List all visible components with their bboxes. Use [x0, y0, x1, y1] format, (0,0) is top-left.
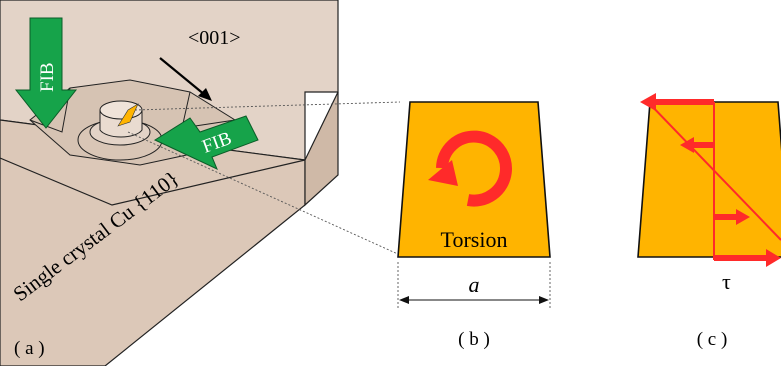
fib-label-top: FIB: [37, 62, 58, 92]
panel-c-label: ( c ): [697, 329, 728, 350]
panel-a-label: ( a ): [14, 338, 45, 359]
trench-wall-left: [29, 87, 71, 133]
block-right-face: [304, 91, 339, 207]
fib-arrow-right: [153, 115, 259, 171]
specimen-highlight: [117, 103, 139, 127]
torsion-arrowhead: [428, 160, 458, 186]
panel-c: τ ( c ): [637, 93, 781, 350]
stress-arrow-4: [714, 249, 781, 267]
stress-arrow-3: [714, 209, 750, 225]
specimen-c: [637, 101, 781, 258]
direction-001-arrowhead: [198, 88, 212, 101]
direction-001-arrow: [159, 57, 206, 96]
projection-line-bottom: [127, 131, 401, 256]
stress-label: τ: [722, 269, 731, 294]
width-label: a: [469, 272, 480, 297]
panel-a: <001> FIB FIB Single crystal Cu {110} ( …: [0, 0, 401, 366]
direction-001-label: <001>: [188, 27, 241, 49]
torsion-arrow-icon: [436, 130, 512, 207]
stress-arrow-1: [640, 93, 714, 111]
torsion-label: Torsion: [441, 227, 508, 252]
panel-b-label: ( b ): [458, 329, 490, 350]
projection-line-top: [134, 101, 401, 111]
panel-b: Torsion a ( b ): [397, 101, 551, 350]
fib-arrow-top: [14, 17, 78, 129]
block-edge: [0, 157, 306, 206]
specimen-b: [397, 101, 551, 258]
width-arrowhead-left: [399, 296, 409, 304]
stress-arrow-2: [680, 137, 714, 153]
width-arrowhead-right: [539, 296, 549, 304]
block-front-face: [0, 119, 306, 366]
